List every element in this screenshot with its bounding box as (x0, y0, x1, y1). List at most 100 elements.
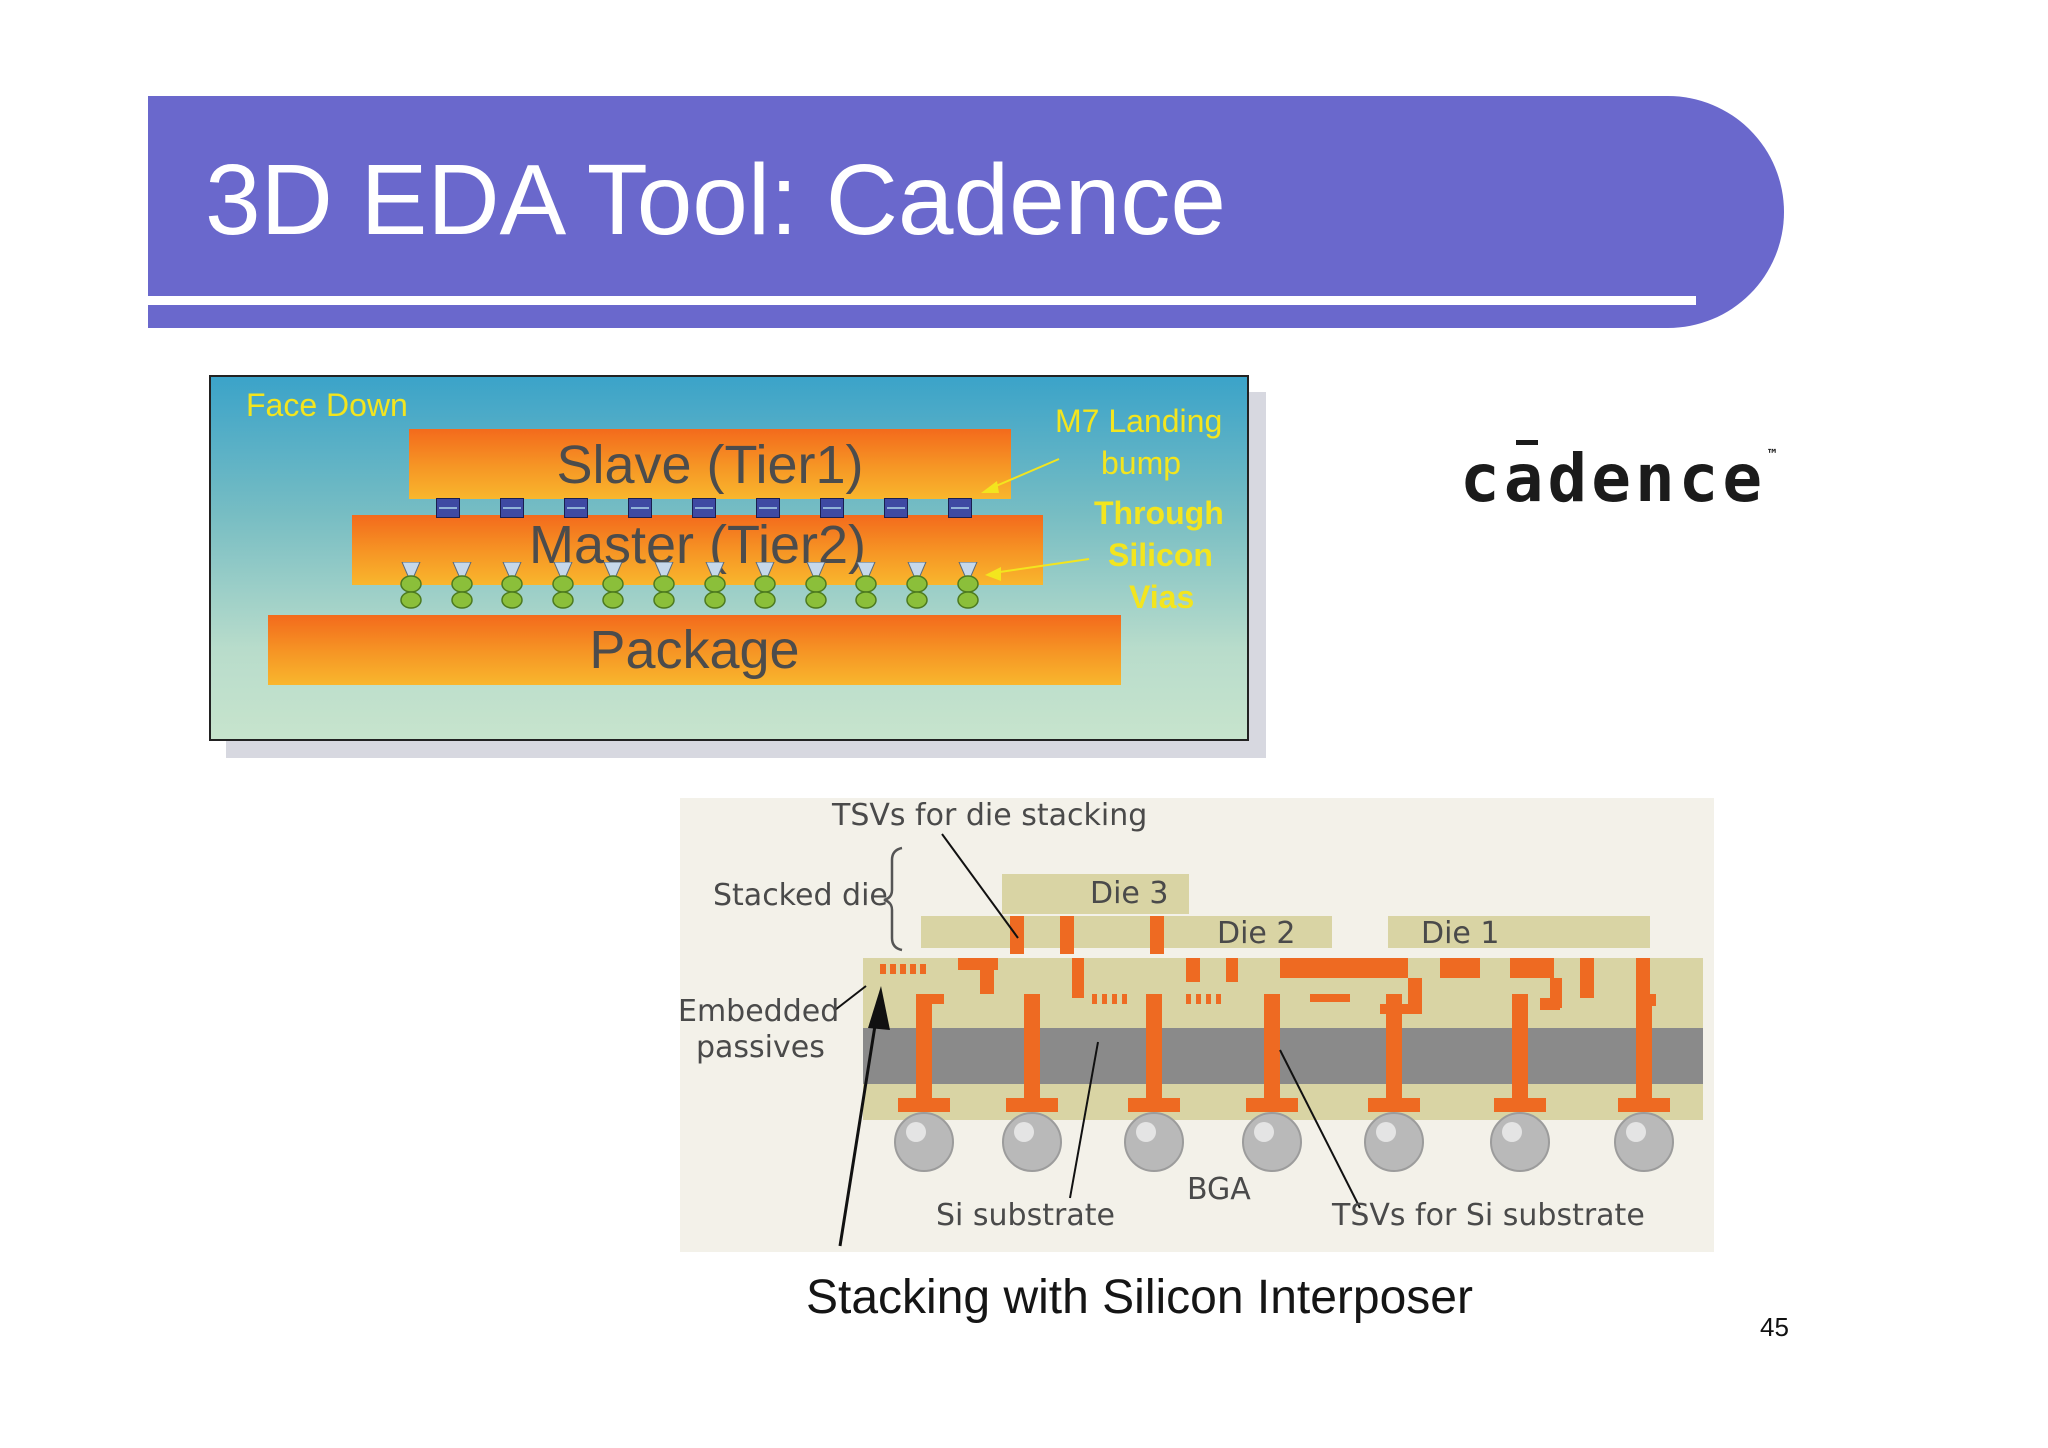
substrate-tsv (1264, 994, 1280, 1098)
bga-ball (1614, 1112, 1674, 1172)
substrate-tsv (1512, 994, 1528, 1098)
tsv-via (906, 562, 928, 609)
landing-bump (756, 498, 780, 518)
tsvs-die-stacking-label: TSVs for die stacking (832, 798, 1148, 833)
die-tsv (1150, 916, 1164, 954)
vias-label: Vias (1129, 579, 1195, 615)
silicon-label: Silicon (1108, 537, 1213, 573)
die2 (921, 916, 1332, 948)
logo-macron (1516, 440, 1538, 445)
trace (1072, 958, 1084, 998)
tsv-via (602, 562, 625, 609)
bga-ball-highlight (1254, 1122, 1274, 1142)
tsv-via (552, 562, 574, 609)
die3 (1002, 874, 1189, 914)
bga-ball-highlight (1376, 1122, 1396, 1142)
tsvs-si-substrate-label: TSVs for Si substrate (1332, 1198, 1645, 1233)
trace (1510, 958, 1554, 978)
title-underline (148, 296, 1696, 305)
bga-ball (1364, 1112, 1424, 1172)
slave-tier1-label: Slave (Tier1) (556, 435, 864, 495)
trace (1186, 958, 1200, 982)
substrate-tsv-pad (1006, 1098, 1058, 1112)
landing-bump (500, 498, 524, 518)
embedded-passives-arrowhead (868, 986, 890, 1030)
tsv-via (956, 562, 979, 609)
embedded-label: Embedded (678, 994, 840, 1029)
arrows-layer (981, 458, 1090, 581)
slide-title: 3D EDA Tool: Cadence (205, 144, 1226, 256)
substrate-tsv-pad (1618, 1098, 1670, 1112)
embedded-passive (1216, 994, 1221, 1004)
bga-ball-highlight (1136, 1122, 1156, 1142)
tsv-via (400, 562, 422, 609)
substrate-tsv-pad (1128, 1098, 1180, 1112)
embedded-passive (1112, 994, 1117, 1004)
tsv-via (754, 562, 776, 609)
tsv-via (855, 562, 878, 609)
slave-tier1-layer: Slave (Tier1) (409, 429, 1011, 499)
trace (1550, 978, 1562, 1008)
interposer-drawing (834, 833, 1703, 1247)
substrate-tsv (916, 994, 932, 1098)
tsv-via (501, 562, 523, 609)
landing-bump (436, 498, 460, 518)
si-substrate-leader (1069, 1041, 1099, 1199)
tsv-arrow (992, 558, 1090, 574)
trace (1380, 1004, 1408, 1014)
stacked-die-label: Stacked die (713, 878, 888, 913)
embedded-passive (1206, 994, 1211, 1004)
tsv-via (653, 562, 675, 609)
master-tier2-layer: Master (Tier2) (352, 515, 1043, 585)
die-tsv (1060, 916, 1074, 954)
bga-group (894, 1112, 1674, 1172)
diagram1-face-down-stack: Face Down Slave (Tier1) Master (Tier2) P… (209, 375, 1249, 741)
tsv-arrowhead (985, 567, 1001, 581)
embedded-passive (910, 964, 916, 974)
bga-ball (894, 1112, 954, 1172)
bga-ball (1124, 1112, 1184, 1172)
stacked-die-brace (883, 846, 903, 952)
bga-label: BGA (1187, 1172, 1251, 1207)
bump-label: bump (1101, 445, 1182, 481)
tsv-die-leader (941, 833, 1019, 939)
landing-bump (692, 498, 716, 518)
embedded-passive (880, 964, 886, 974)
substrate-tsv (1386, 994, 1402, 1098)
bga-ball-highlight (1014, 1122, 1034, 1142)
substrate-tsv-pad (898, 1098, 950, 1112)
substrate-tsv-pad (1246, 1098, 1298, 1112)
landing-bump (884, 498, 908, 518)
trace (1310, 994, 1350, 1002)
m7-bump-arrowhead (981, 481, 999, 493)
embedded-passives-arrow-shaft (838, 1012, 879, 1247)
substrate-tsv (1024, 994, 1040, 1098)
si-substrate-label: Si substrate (936, 1198, 1115, 1233)
diagram2-silicon-interposer: TSVs for die stacking Stacked die Die 3 … (678, 798, 1714, 1252)
page-number: 45 (1760, 1312, 1789, 1342)
die3-label: Die 3 (1090, 876, 1169, 911)
trademark-symbol: ™ (1768, 447, 1777, 463)
bga-ball (1490, 1112, 1550, 1172)
passives-label: passives (696, 1030, 825, 1065)
trace (1580, 958, 1594, 998)
landing-bump (628, 498, 652, 518)
bga-ball (1002, 1112, 1062, 1172)
substrate-tsv-pad (1494, 1098, 1546, 1112)
tsv-via (805, 562, 827, 609)
embedded-passive (1102, 994, 1107, 1004)
package-layer: Package (268, 615, 1121, 685)
m7-bump-arrow (988, 458, 1060, 490)
title-band (148, 96, 1784, 328)
embedded-passive (1092, 994, 1097, 1004)
bga-ball (1242, 1112, 1302, 1172)
embedded-passive (890, 964, 896, 974)
tsv-via (450, 562, 473, 609)
embedded-passive (1186, 994, 1191, 1004)
die2-label: Die 2 (1217, 916, 1296, 951)
trace (1408, 978, 1422, 1014)
landing-bump (948, 498, 972, 518)
substrate-tsv-pad (1368, 1098, 1420, 1112)
tsv-via (703, 562, 726, 609)
trace (1226, 958, 1238, 982)
